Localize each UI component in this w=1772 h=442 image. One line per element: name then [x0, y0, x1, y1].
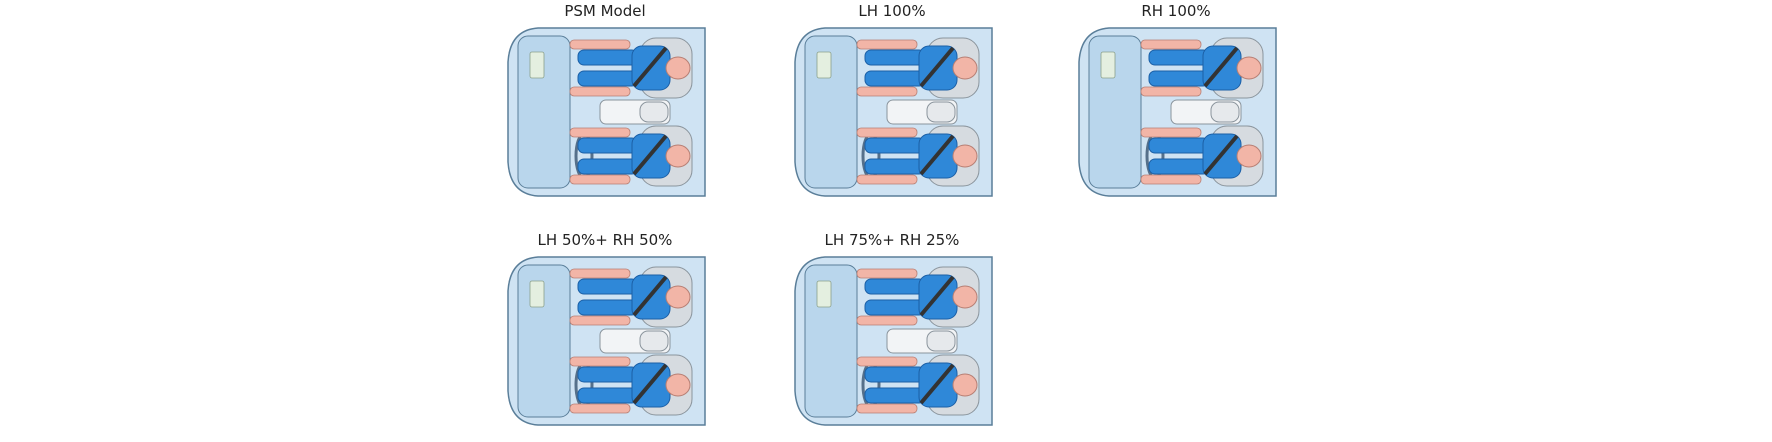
upper-arm	[569, 315, 631, 326]
display-unit	[1100, 51, 1116, 79]
display-unit	[529, 51, 545, 79]
leg	[864, 70, 926, 87]
display-unit	[529, 280, 545, 308]
occupant	[569, 266, 693, 328]
head	[665, 373, 691, 397]
leg	[577, 278, 639, 295]
leg	[577, 299, 639, 316]
upper-arm	[569, 268, 631, 279]
leg	[864, 299, 926, 316]
leg	[577, 366, 639, 383]
armrest	[639, 101, 669, 123]
panel-lh50-rh50: LH 50%+ RH 50%	[500, 231, 710, 431]
seat-belt	[919, 134, 955, 176]
panel-title: RH 100%	[1141, 2, 1211, 20]
panel-title: LH 75%+ RH 25%	[824, 231, 960, 249]
leg	[864, 158, 926, 175]
occupant	[569, 37, 693, 99]
vehicle-occupant-top-view	[507, 27, 706, 197]
head	[665, 144, 691, 168]
panel-rh-100: RH 100%	[1071, 2, 1281, 202]
upper-arm	[856, 127, 918, 138]
upper-arm	[856, 315, 918, 326]
display-unit	[816, 280, 832, 308]
leg	[577, 70, 639, 87]
occupant	[1140, 125, 1264, 187]
leg	[864, 49, 926, 66]
head	[665, 285, 691, 309]
seat-belt	[632, 46, 668, 88]
armrest	[926, 330, 956, 352]
leg	[577, 137, 639, 154]
seat-belt	[632, 363, 668, 405]
upper-arm	[856, 39, 918, 50]
vehicle-occupant-top-view	[1078, 27, 1277, 197]
panel-title: LH 50%+ RH 50%	[537, 231, 673, 249]
upper-arm	[856, 268, 918, 279]
panel-lh-100: LH 100%	[787, 2, 997, 202]
head	[665, 56, 691, 80]
armrest	[1210, 101, 1240, 123]
leg	[577, 49, 639, 66]
upper-arm	[1140, 86, 1202, 97]
upper-arm	[569, 127, 631, 138]
head	[952, 144, 978, 168]
upper-arm	[569, 86, 631, 97]
leg	[864, 278, 926, 295]
upper-arm	[856, 174, 918, 185]
upper-arm	[569, 174, 631, 185]
display-unit	[816, 51, 832, 79]
leg	[1148, 70, 1210, 87]
armrest	[639, 330, 669, 352]
head	[952, 373, 978, 397]
leg	[864, 137, 926, 154]
upper-arm	[856, 403, 918, 414]
leg	[1148, 49, 1210, 66]
seat-belt	[1203, 46, 1239, 88]
vehicle-occupant-top-view	[507, 256, 706, 426]
head	[1236, 56, 1262, 80]
occupant	[569, 125, 693, 187]
upper-arm	[569, 39, 631, 50]
occupant	[856, 266, 980, 328]
head	[952, 285, 978, 309]
panel-lh75-rh25: LH 75%+ RH 25%	[787, 231, 997, 431]
panel-psm-model: PSM Model	[500, 2, 710, 202]
upper-arm	[856, 86, 918, 97]
seat-belt	[632, 275, 668, 317]
occupant	[856, 125, 980, 187]
upper-arm	[856, 356, 918, 367]
leg	[864, 366, 926, 383]
armrest	[926, 101, 956, 123]
seat-belt	[919, 363, 955, 405]
upper-arm	[1140, 127, 1202, 138]
leg	[1148, 137, 1210, 154]
upper-arm	[1140, 174, 1202, 185]
occupant	[1140, 37, 1264, 99]
occupant	[856, 354, 980, 416]
leg	[1148, 158, 1210, 175]
seat-belt	[919, 46, 955, 88]
vehicle-occupant-top-view	[794, 27, 993, 197]
occupant	[569, 354, 693, 416]
panel-title: LH 100%	[858, 2, 926, 20]
panel-title: PSM Model	[564, 2, 646, 20]
leg	[577, 158, 639, 175]
occupant	[856, 37, 980, 99]
seat-belt	[1203, 134, 1239, 176]
head	[1236, 144, 1262, 168]
vehicle-occupant-top-view	[794, 256, 993, 426]
upper-arm	[569, 403, 631, 414]
seat-belt	[632, 134, 668, 176]
upper-arm	[569, 356, 631, 367]
upper-arm	[1140, 39, 1202, 50]
leg	[577, 387, 639, 404]
seat-belt	[919, 275, 955, 317]
leg	[864, 387, 926, 404]
head	[952, 56, 978, 80]
